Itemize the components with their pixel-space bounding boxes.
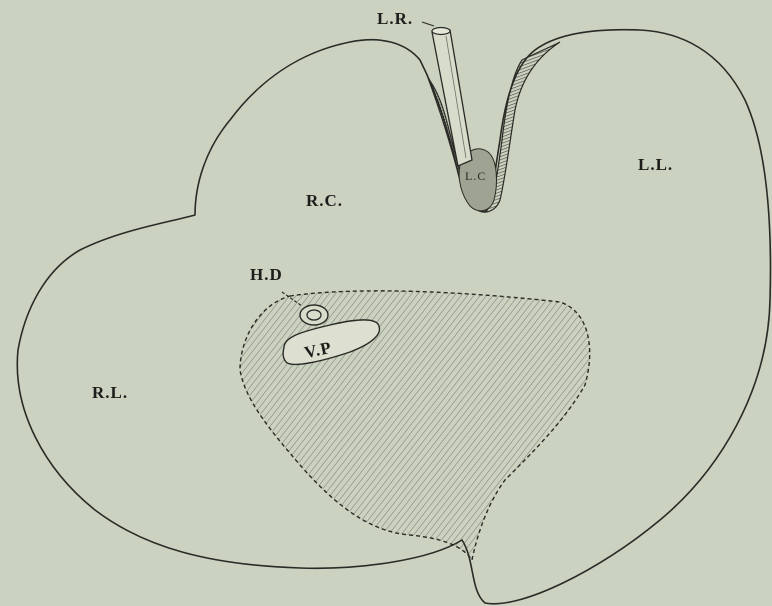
hepatic-duct [300, 305, 328, 325]
label-hepatic-duct: H.D [250, 265, 283, 284]
porta-hepatis-region [240, 291, 590, 560]
label-lig-rotundum: L.R. [377, 9, 413, 28]
label-right-lobe: R.L. [92, 383, 128, 402]
label-lobus-caudatus: L.C [465, 169, 486, 183]
round-ligament-leader [422, 22, 434, 26]
label-right-central: R.C. [306, 191, 343, 210]
label-left-lobe: L.L. [638, 155, 673, 174]
